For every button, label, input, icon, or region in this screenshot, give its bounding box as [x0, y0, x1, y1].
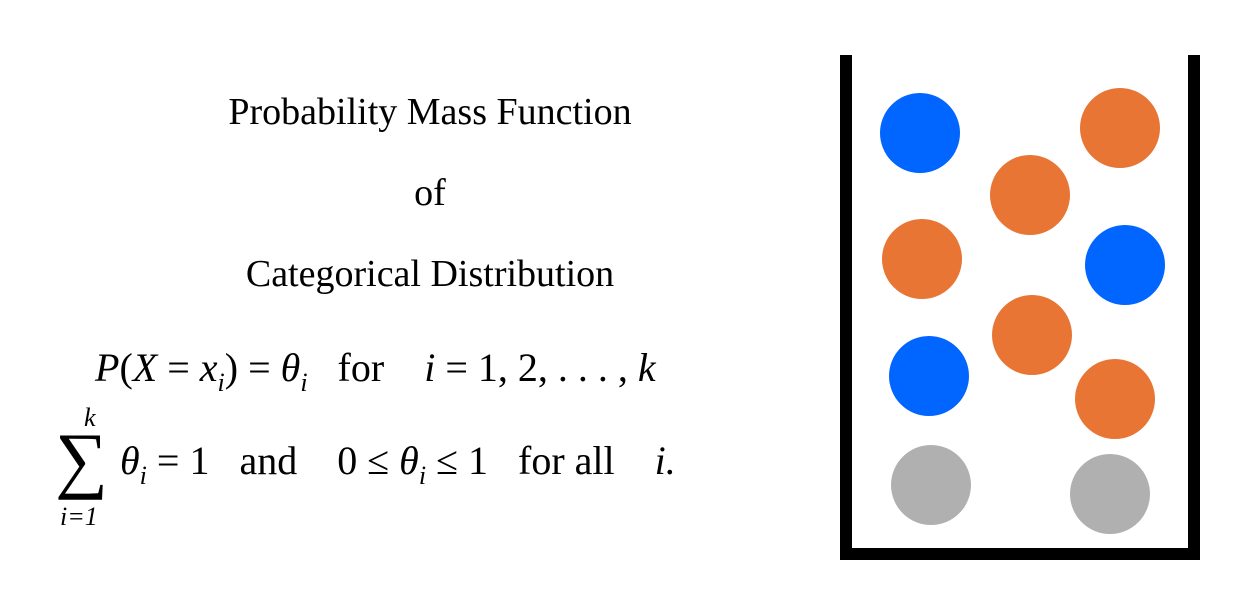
ball	[891, 445, 971, 525]
formula-x-value: x	[199, 345, 218, 390]
formula-close-paren: )	[224, 345, 239, 390]
formula-theta: θ	[280, 345, 301, 390]
jar-outline	[840, 55, 1200, 560]
constraint-word-for-all: for all	[518, 438, 615, 483]
constraint-theta: θ	[120, 438, 140, 483]
formula-equals-3: =	[435, 345, 478, 390]
formula-equals-1: =	[157, 345, 200, 390]
constraint-le-one: ≤ 1	[426, 438, 489, 483]
formula-x-var: X	[132, 345, 158, 390]
constraint-word-and: and	[239, 438, 298, 483]
ball	[1080, 88, 1160, 168]
heading-line-3: Categorical Distribution	[245, 253, 615, 295]
sum-symbol: ∑	[55, 419, 108, 501]
constraint-theta-2: θ	[399, 438, 419, 483]
ball	[882, 219, 962, 299]
ball	[990, 155, 1070, 235]
ball	[1085, 225, 1165, 305]
ball-group	[880, 88, 1165, 534]
ball	[880, 93, 960, 173]
formula-theta-subscript: i	[300, 368, 308, 397]
sum-lower-limit: i=1	[60, 502, 98, 531]
formula-open-paren: (	[119, 345, 133, 390]
heading-line-2: of	[414, 172, 446, 214]
formula-equals-2: =	[238, 345, 281, 390]
formula-index-values: 1, 2, . . . ,	[477, 345, 638, 390]
formula-word-for: for	[337, 345, 385, 390]
formula-x-subscript: i	[217, 368, 225, 397]
constraint-zero-le: 0 ≤	[337, 438, 400, 483]
formula-index-i: i	[424, 345, 436, 390]
formula-p: P	[95, 345, 120, 390]
constraint-equals-one: = 1	[146, 438, 210, 483]
constraint-theta-2-subscript: i	[418, 461, 427, 490]
formula-k: k	[637, 345, 656, 390]
constraint-theta-subscript: i	[139, 461, 147, 490]
sum-upper-limit: k	[84, 403, 96, 432]
constraint-i-end: i.	[654, 438, 676, 483]
heading-line-1: Probability Mass Function	[228, 91, 632, 133]
ball	[992, 295, 1072, 375]
ball	[1075, 359, 1155, 439]
jar-illustration	[840, 55, 1200, 560]
ball	[889, 336, 969, 416]
ball	[1070, 454, 1150, 534]
